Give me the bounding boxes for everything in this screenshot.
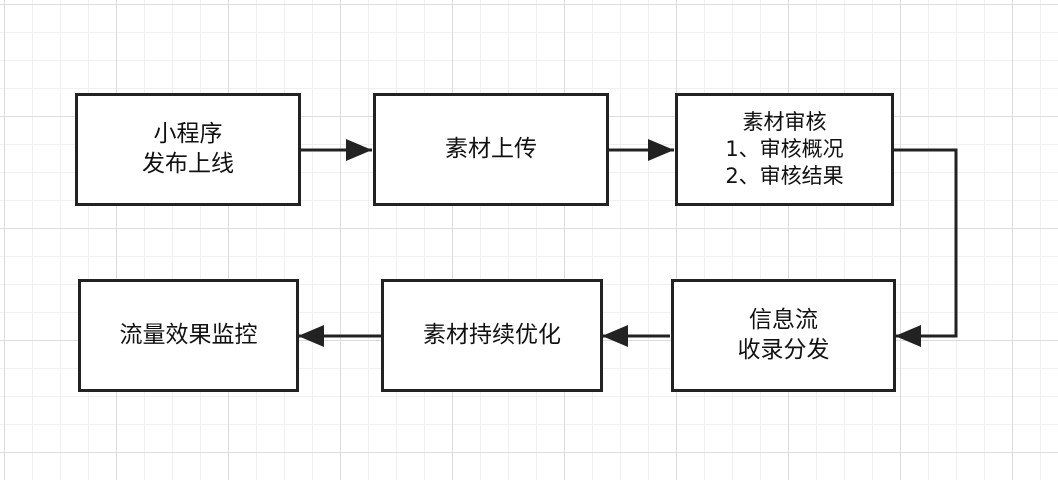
edge-review-to-distribution [893, 148, 958, 338]
edge-distribution-to-optimize-arrow [602, 325, 628, 347]
node-feed-distribution: 信息流 收录分发 [671, 279, 896, 392]
node-material-optimization: 素材持续优化 [381, 279, 603, 392]
edge-optimize-to-monitor-arrow [298, 325, 324, 347]
node-traffic-monitoring: 流量效果监控 [78, 279, 299, 392]
node-material-upload-line-1: 素材上传 [445, 135, 537, 162]
edge-review-to-distribution-arrow [895, 325, 921, 347]
node-material-review-line-1: 素材审核 [742, 110, 827, 135]
node-material-review-line-3: 2、审核结果 [725, 163, 844, 188]
node-publish-online-line-1: 小程序 [153, 120, 223, 147]
node-publish-online-line-2: 发布上线 [142, 150, 234, 177]
node-publish-online: 小程序 发布上线 [75, 93, 301, 206]
node-feed-distribution-line-1: 信息流 [749, 306, 818, 333]
node-material-optimization-line-1: 素材持续优化 [423, 321, 561, 348]
edge-upload-to-review-arrow [648, 139, 674, 161]
edge-publish-to-upload-arrow [346, 139, 372, 161]
node-material-review: 素材审核 1、审核概况 2、审核结果 [675, 93, 894, 206]
node-material-review-line-2: 1、审核概况 [725, 137, 844, 162]
node-material-upload: 素材上传 [373, 93, 609, 206]
node-traffic-monitoring-line-1: 流量效果监控 [119, 321, 258, 348]
node-feed-distribution-line-2: 收录分发 [737, 336, 830, 363]
